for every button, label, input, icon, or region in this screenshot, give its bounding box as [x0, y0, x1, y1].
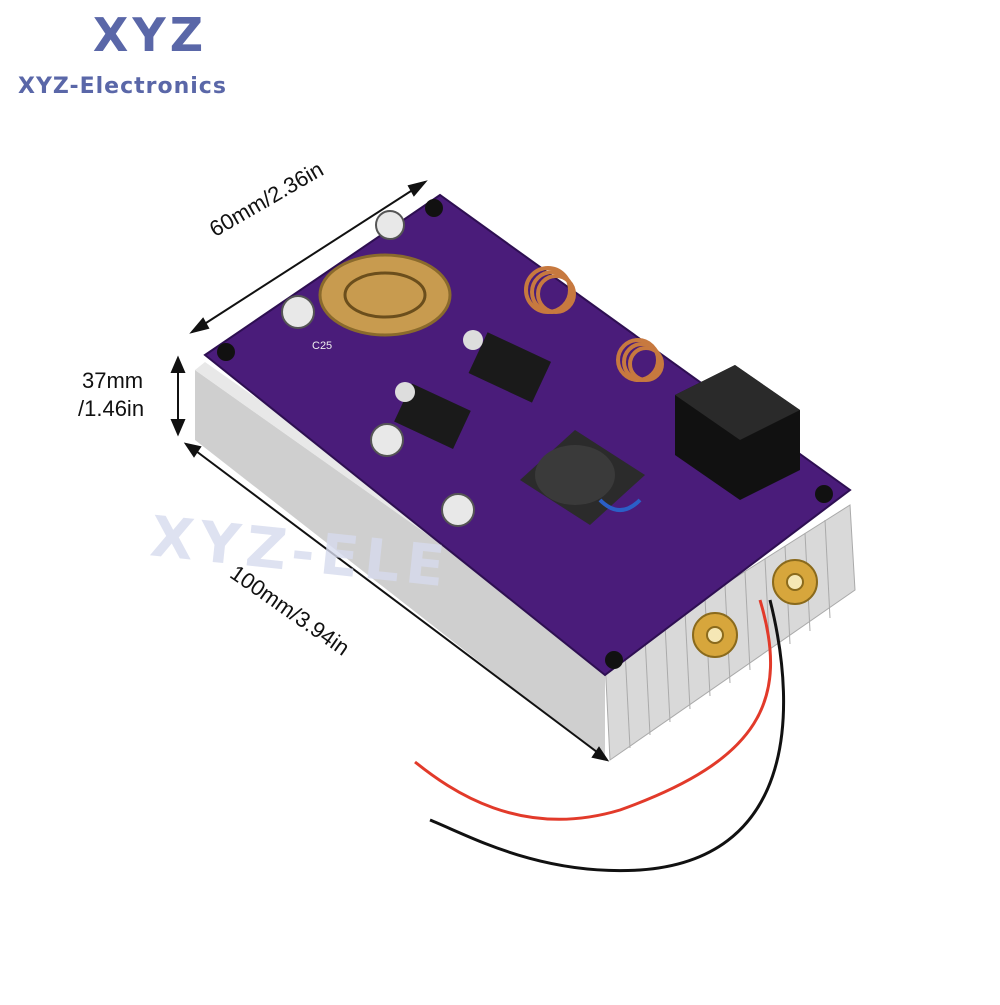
copper-coil-1 [524, 266, 576, 314]
copper-coil-2 [616, 338, 664, 382]
heatsink-side [195, 370, 605, 760]
sma-connectors [692, 559, 818, 658]
mounting-screws [217, 199, 833, 669]
red-wire [414, 599, 773, 821]
brand-logo: XYZ [92, 8, 208, 62]
transistors [394, 330, 552, 449]
black-wire [429, 599, 786, 873]
capacitor-label: C25 [312, 340, 333, 352]
dimension-height-label-line2: /1.46in [78, 396, 145, 421]
brand-name: XYZ-Electronics [18, 74, 227, 99]
dimension-arrows [170, 180, 610, 762]
relay-block [675, 365, 800, 500]
toroid-transformer [318, 253, 452, 337]
ferrite-transformer [520, 430, 645, 525]
dimension-height-label-line1: 37mm [82, 368, 144, 393]
electrolytic-capacitors [281, 210, 475, 527]
